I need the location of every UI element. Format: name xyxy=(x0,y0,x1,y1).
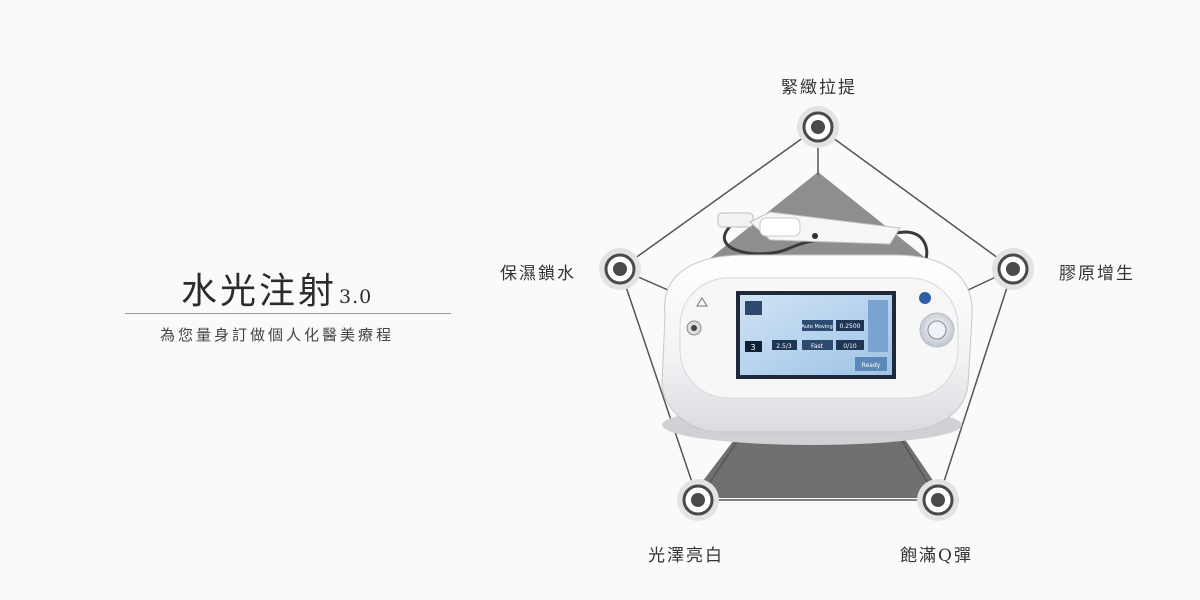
screen-power-value: 3 xyxy=(750,343,755,352)
power-knob-center xyxy=(927,320,947,340)
screen-mode-box xyxy=(802,320,833,331)
page-subtitle: 為您量身訂做個人化醫美療程 xyxy=(160,326,395,344)
screen-volume-value: 0.2500 xyxy=(840,323,861,330)
screen-arrow-up xyxy=(745,301,762,315)
node-left xyxy=(599,248,641,290)
node-bottom-right-dot xyxy=(931,493,945,507)
feature-label-bottom-right: 飽滿Q彈 xyxy=(900,546,973,566)
node-right xyxy=(992,248,1034,290)
title-divider xyxy=(125,313,451,314)
device-port-core xyxy=(691,325,697,331)
screen-count-value: 0/10 xyxy=(843,343,857,350)
screen-side-slider xyxy=(868,300,888,352)
feature-label-top: 緊緻拉提 xyxy=(781,78,857,98)
node-right-dot xyxy=(1006,262,1020,276)
brand-logo-icon xyxy=(919,292,931,304)
handpiece xyxy=(717,211,901,245)
node-bottom-left xyxy=(677,479,719,521)
node-bottom-left-dot xyxy=(691,493,705,507)
feature-label-left: 保濕鎖水 xyxy=(500,264,576,284)
node-bottom-right xyxy=(917,479,959,521)
node-left-dot xyxy=(613,262,627,276)
node-top xyxy=(797,106,839,148)
feature-label-bottom-left: 光澤亮白 xyxy=(648,546,724,566)
screen-status-box xyxy=(855,357,887,371)
node-top-dot xyxy=(811,120,825,134)
screen-volume-box xyxy=(836,320,864,331)
screen-mode-label: Auto Moving xyxy=(801,324,832,330)
screen-depth-box xyxy=(772,340,797,350)
screen-fast-box xyxy=(802,340,833,350)
device-stand xyxy=(690,432,945,498)
screen-count-box xyxy=(836,340,864,350)
device-screen: 3 Auto Moving 0.2500 2.5/3 Fast 0/10 Rea… xyxy=(736,291,896,379)
screen-fast-label: Fast xyxy=(811,343,824,350)
feature-label-right: 膠原增生 xyxy=(1059,264,1135,284)
warning-icon xyxy=(696,297,708,307)
screen-depth-value: 2.5/3 xyxy=(776,343,792,350)
pentagon-outline xyxy=(619,126,1014,501)
title-text: 水光注射 xyxy=(181,271,338,312)
title-version: 3.0 xyxy=(339,286,373,308)
screen-status-label: Ready xyxy=(862,362,881,369)
screen-power-box xyxy=(745,341,762,352)
